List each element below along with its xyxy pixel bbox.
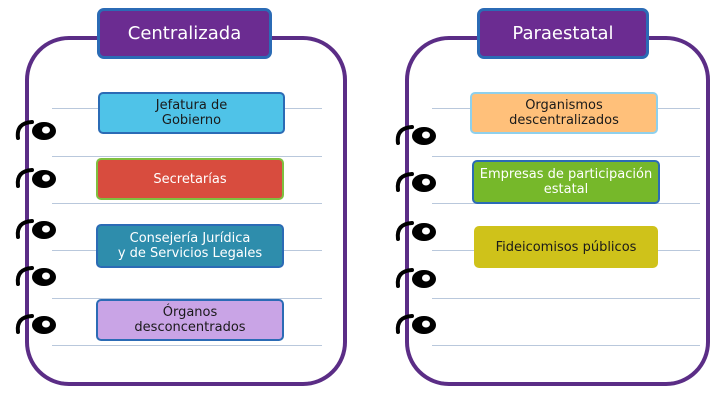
box-label-line: y de Servicios Legales [117,246,263,261]
box-label: Secretarías [153,171,227,187]
box-label-line: Jefatura de [155,98,228,113]
consejeria-juridica-box: Consejería Jurídica y de Servicios Legal… [96,224,284,268]
box-label: Fideicomisos públicos [495,239,637,255]
spiral-ring-icon [15,314,56,334]
secretarias-box: Secretarías [96,158,284,200]
ruled-line [432,345,700,346]
box-label-line: Organismos [525,98,603,113]
ruled-line [52,203,322,204]
spiral-ring-icon [15,120,56,140]
paraestatal-header: Paraestatal [477,8,649,59]
organos-desconcentrados-box: Órganos desconcentrados [96,299,284,341]
spiral-ring-icon [395,172,436,192]
fideicomisos-publicos-box: Fideicomisos públicos [474,226,658,268]
spiral-ring-icon [395,125,436,145]
box-label-line: desconcentrados [134,320,246,335]
ruled-line [52,156,322,157]
spiral-ring-icon [395,268,436,288]
jefatura-de-gobierno-box: Jefatura de Gobierno [98,92,285,134]
spiral-ring-icon [395,314,436,334]
centralizada-header: Centralizada [97,8,272,59]
box-label-line: estatal [543,182,589,197]
spiral-ring-icon [395,221,436,241]
box-label-line: descentralizados [509,113,619,128]
box-label-line: Consejería Jurídica [129,231,251,246]
spiral-ring-icon [15,266,56,286]
spiral-ring-icon [15,219,56,239]
ruled-line [52,345,322,346]
paraestatal-notebook [405,36,710,386]
box-label-line: Órganos [162,305,218,320]
ruled-line [432,298,700,299]
organismos-descentralizados-box: Organismos descentralizados [470,92,658,134]
box-label-line: Gobierno [161,113,222,128]
ruled-line [52,298,322,299]
empresas-participacion-estatal-box: Empresas de participación estatal [472,160,660,204]
box-label-line: Empresas de participación [479,167,653,182]
spiral-ring-icon [15,168,56,188]
ruled-line [432,156,700,157]
